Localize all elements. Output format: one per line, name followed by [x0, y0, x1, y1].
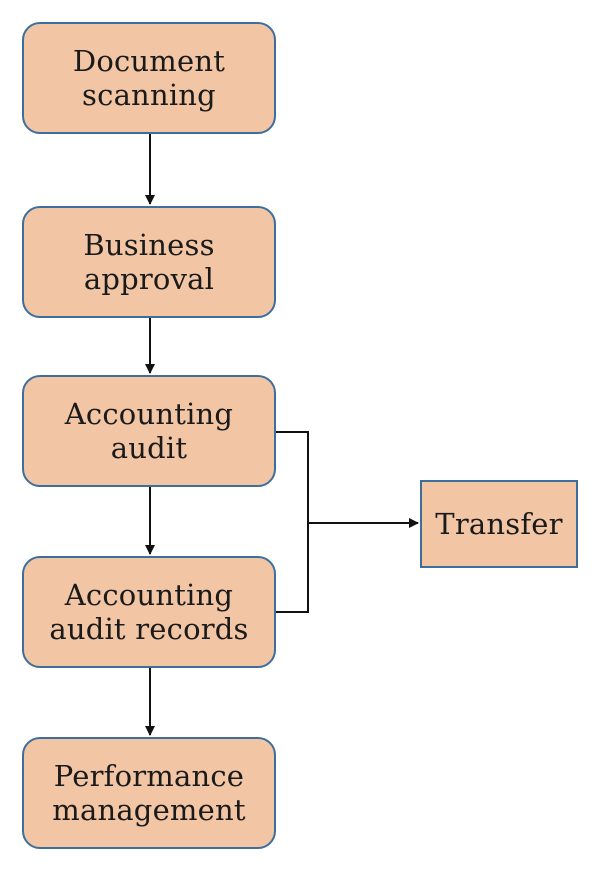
node-transfer: Transfer [420, 480, 578, 568]
node-accounting-audit: Accounting audit [22, 375, 276, 487]
node-label: Document scanning [72, 44, 226, 112]
node-document-scanning: Document scanning [22, 22, 276, 134]
node-performance-management: Performance management [22, 737, 276, 849]
connector-accounting-audit-to-junction [276, 431, 309, 613]
node-label: Transfer [435, 507, 563, 541]
node-label: Business approval [83, 228, 215, 296]
node-label: Performance management [52, 759, 246, 827]
node-label: Accounting audit records [49, 578, 249, 646]
node-label: Accounting audit [64, 397, 234, 465]
node-accounting-audit-records: Accounting audit records [22, 556, 276, 668]
node-business-approval: Business approval [22, 206, 276, 318]
